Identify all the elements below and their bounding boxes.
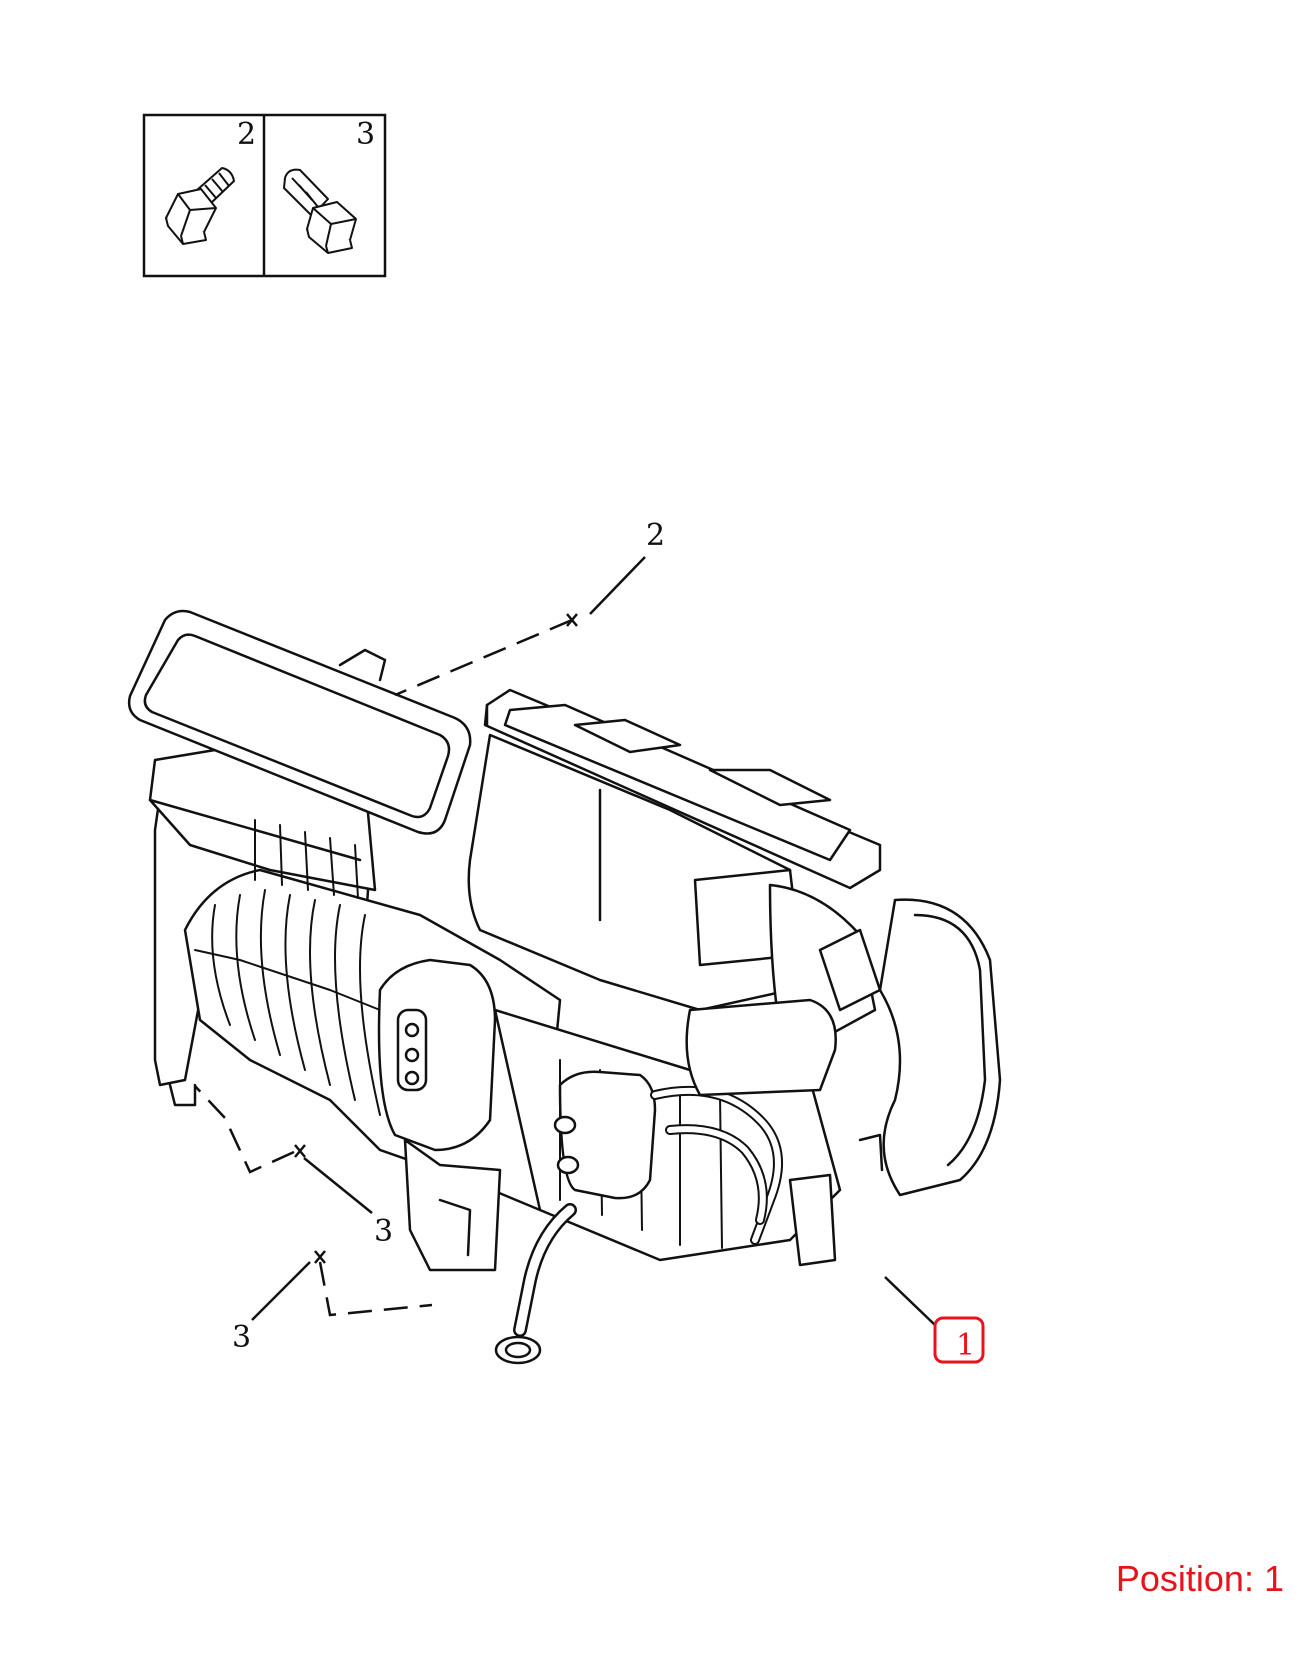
position-indicator: Position: 1 <box>1116 1558 1284 1600</box>
position-label-text: Position: <box>1115 1558 1254 1599</box>
dashed-path-3-mid <box>194 1085 295 1174</box>
callout-2[interactable]: 2 <box>646 518 665 553</box>
inset-callout-2: 2 <box>237 117 256 152</box>
fastener-mark <box>294 1144 306 1158</box>
leader-line-1 <box>884 1276 936 1326</box>
fastener-inset <box>142 113 387 278</box>
fastener-mark <box>314 1250 326 1264</box>
callout-1-highlight <box>933 1316 985 1364</box>
dashed-path-2 <box>394 618 573 697</box>
leader-line-3-mid <box>303 1157 373 1214</box>
fastener-mark <box>566 613 578 627</box>
callout-3-low[interactable]: 3 <box>232 1320 251 1355</box>
hvac-module-illustration <box>127 609 1002 1365</box>
position-value: 1 <box>1263 1558 1284 1599</box>
dashed-path-3-low <box>318 1261 433 1317</box>
leader-line-3-low <box>251 1261 311 1321</box>
leader-lines <box>194 556 936 1326</box>
bolt-icon <box>165 167 235 245</box>
leader-line-2 <box>589 556 646 615</box>
inset-callout-3: 3 <box>356 117 375 152</box>
callout-3-mid[interactable]: 3 <box>374 1214 393 1249</box>
bolt-icon <box>283 168 357 254</box>
callout-1[interactable]: 1 <box>956 1328 975 1363</box>
